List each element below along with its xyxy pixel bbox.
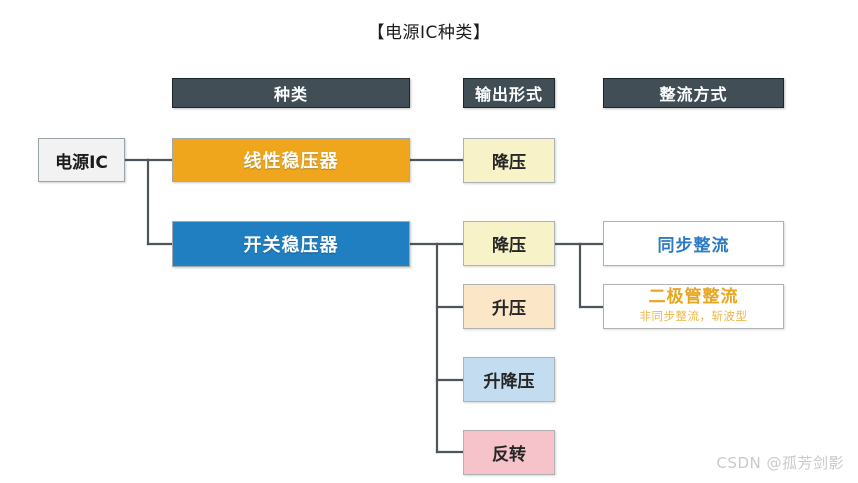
node-output-buck-boost-label: 升降压: [483, 372, 535, 392]
node-switching-regulator: 开关稳压器: [172, 221, 410, 267]
node-output-buck-boost: 升降压: [463, 357, 555, 402]
node-switching-regulator-label: 开关稳压器: [243, 235, 339, 256]
node-output-buck-switching: 降压: [463, 221, 555, 266]
node-output-buck-linear: 降压: [463, 138, 555, 183]
node-output-boost-label: 升压: [492, 299, 526, 319]
node-output-buck-linear-label: 降压: [492, 153, 526, 173]
node-diode-rectification: 二极管整流 非同步整流，斩波型: [603, 284, 784, 329]
node-synchronous-rectification-label: 同步整流: [657, 236, 730, 256]
node-linear-regulator-label: 线性稳压器: [243, 151, 339, 172]
node-diode-rectification-subtitle: 非同步整流，斩波型: [639, 308, 748, 323]
page-title: 【电源IC种类】: [367, 23, 491, 43]
node-diode-rectification-label: 二极管整流: [648, 287, 739, 308]
node-output-inverting-label: 反转: [492, 445, 526, 465]
column-header-output-form-label: 输出形式: [474, 85, 543, 104]
node-linear-regulator: 线性稳压器: [172, 138, 410, 182]
column-header-rectification-label: 整流方式: [659, 85, 728, 104]
column-header-kind: 种类: [172, 78, 410, 108]
column-header-rectification: 整流方式: [603, 78, 784, 108]
column-header-output-form: 输出形式: [463, 78, 555, 108]
node-power-ic-label: 电源IC: [55, 152, 108, 173]
node-output-buck-switching-label: 降压: [492, 236, 526, 256]
csdn-watermark: CSDN @孤芳剑影: [716, 454, 844, 472]
column-header-kind-label: 种类: [273, 85, 308, 104]
node-output-inverting: 反转: [463, 430, 555, 475]
node-output-boost: 升压: [463, 284, 555, 329]
node-synchronous-rectification: 同步整流: [603, 221, 784, 266]
node-power-ic: 电源IC: [38, 138, 125, 182]
